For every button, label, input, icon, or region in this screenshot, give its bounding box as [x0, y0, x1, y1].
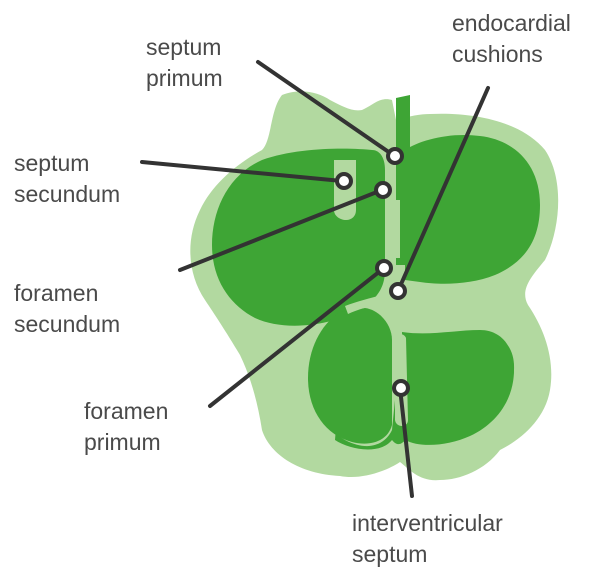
septum-secundum-flap	[334, 160, 356, 220]
marker-foramen-primum	[377, 261, 391, 275]
marker-foramen-secundum	[376, 183, 390, 197]
marker-interventricular-septum	[394, 381, 408, 395]
label-interventricular-septum-line2: septum	[352, 539, 503, 570]
label-endocardial-cushions-line2: cushions	[452, 39, 571, 70]
label-endocardial-cushions: endocardial cushions	[452, 8, 571, 70]
label-septum-primum-line1: septum	[146, 32, 223, 63]
marker-septum-primum	[388, 149, 402, 163]
label-foramen-primum-line2: primum	[84, 427, 168, 458]
label-foramen-primum: foramen primum	[84, 396, 168, 458]
septal-gap	[386, 200, 400, 258]
label-septum-secundum-line2: secundum	[14, 179, 120, 210]
label-interventricular-septum-line1: interventricular	[352, 508, 503, 539]
marker-endocardial-cushions	[391, 284, 405, 298]
label-foramen-primum-line1: foramen	[84, 396, 168, 427]
label-endocardial-cushions-line1: endocardial	[452, 8, 571, 39]
label-foramen-secundum-line2: secundum	[14, 309, 120, 340]
label-septum-primum-line2: primum	[146, 63, 223, 94]
marker-septum-secundum	[337, 174, 351, 188]
label-foramen-secundum: foramen secundum	[14, 278, 120, 340]
label-septum-primum: septum primum	[146, 32, 223, 94]
label-septum-secundum-line1: septum	[14, 148, 120, 179]
label-septum-secundum: septum secundum	[14, 148, 120, 210]
label-foramen-secundum-line1: foramen	[14, 278, 120, 309]
label-interventricular-septum: interventricular septum	[352, 508, 503, 570]
